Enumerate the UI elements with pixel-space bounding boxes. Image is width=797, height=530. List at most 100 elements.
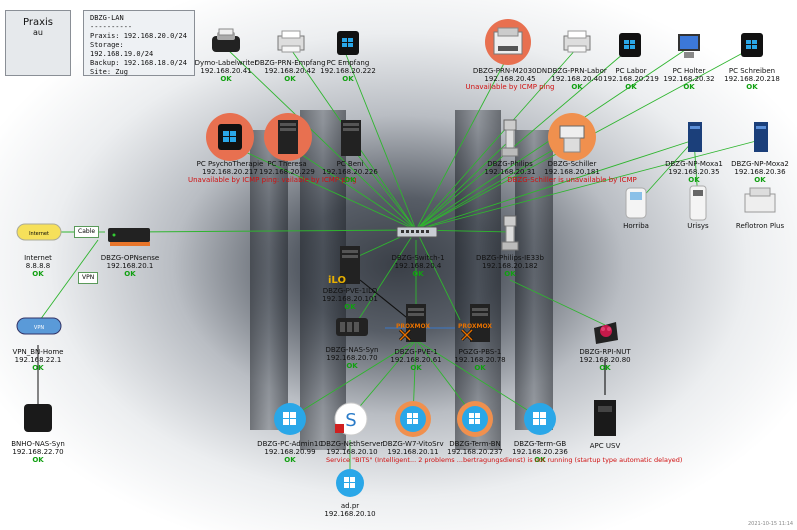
nas-icon[interactable] (22, 402, 54, 438)
tower-server-icon[interactable] (338, 118, 364, 162)
node-vpn-home[interactable]: VPN_BN-Home 192.168.22.1 OK (12, 348, 64, 372)
node-prn-m2030dn[interactable]: DBZG-PRN-M2030DN 192.168.20.45 Unavailab… (465, 67, 555, 91)
svg-text:S: S (345, 410, 356, 431)
lab-analyzer-icon[interactable] (686, 184, 710, 226)
vpn-badge-text: VPN (34, 325, 44, 331)
svg-text:iLO: iLO (328, 275, 346, 285)
psycho-theresa-status: Unavailable by ICMP ping: vailable by IC… (188, 176, 357, 184)
lab-analyzer-icon[interactable] (742, 186, 778, 220)
firewall-icon[interactable] (106, 222, 152, 252)
node-pc-schreiben[interactable]: PC Schreiben 192.168.20.218 OK (724, 67, 780, 91)
vpn-cloud-icon[interactable]: VPN (16, 316, 62, 340)
windows-pc-icon[interactable] (202, 112, 258, 166)
node-ie33b[interactable]: DBZG-Philips-IE33b 192.168.20.182 OK (476, 254, 544, 278)
praxis-title: Praxis (23, 17, 53, 28)
vpn-link-label: VPN (78, 272, 99, 284)
windows-pc-icon[interactable] (618, 32, 642, 62)
node-pve-ilo[interactable]: DBZG-PVE-1ILO 192.168.20.101 OK (322, 287, 378, 311)
ultrasound-device-icon[interactable] (498, 214, 522, 256)
node-prn-empfang[interactable]: DBZG-PRN-Empfang 192.168.20.42 OK (254, 59, 326, 83)
node-urisys[interactable]: Urisys (687, 222, 709, 230)
cable-link-label: Cable (74, 226, 100, 238)
tower-server-icon[interactable] (262, 112, 314, 166)
node-ad-pr[interactable]: ad.pr 192.168.20.10 (324, 502, 376, 518)
windows-vm-icon[interactable] (273, 402, 307, 440)
proxmox-badge-text: PROXMOX (458, 323, 492, 330)
background-rack (250, 130, 288, 430)
tower-server-icon[interactable] (336, 244, 364, 290)
background-rack (515, 130, 553, 430)
windows-vm-icon[interactable] (456, 400, 494, 442)
raspberry-pi-icon[interactable] (590, 318, 620, 350)
windows-vm-icon[interactable] (335, 468, 365, 502)
ups-icon[interactable] (590, 398, 620, 442)
node-bnho-nas[interactable]: BNHO-NAS-Syn 192.168.22.70 OK (11, 440, 65, 464)
internet-cloud-icon[interactable]: Internet (16, 222, 62, 246)
lan-info-title: DBZG-LAN (90, 14, 124, 22)
internet-badge-text: Internet (29, 231, 49, 237)
lan-info-backup: Backup: 192.168.18.0/24 (90, 59, 187, 67)
label-printer-icon[interactable] (209, 28, 243, 58)
node-philips[interactable]: DBZG-Philips 192.168.20.31 (484, 160, 536, 176)
printer-icon[interactable] (276, 30, 306, 58)
praxis-subtitle: au (33, 28, 43, 37)
lan-info-praxis: Praxis: 192.168.20.0/24 (90, 32, 187, 40)
printer-icon[interactable] (562, 30, 592, 58)
node-pc-admin10[interactable]: DBZG-PC-Admin10 192.168.20.99 OK (257, 440, 323, 464)
windows-pc-icon[interactable] (336, 30, 360, 60)
map-timestamp: 2021-10-15 11:14 (748, 521, 794, 527)
ilo-badge-icon: iLO (328, 270, 350, 289)
node-term-bn[interactable]: DBZG-Term-BN 192.168.20.237 (447, 440, 503, 456)
node-moxa2[interactable]: DBZG-NP-Moxa2 192.168.20.36 OK (731, 160, 789, 184)
serial-server-icon[interactable] (751, 120, 771, 158)
node-pc-labor[interactable]: PC Labor 192.168.20.219 OK (603, 67, 659, 91)
tower-server-icon[interactable] (402, 302, 430, 348)
ecg-device-icon[interactable] (546, 112, 598, 166)
node-prn-labor[interactable]: DBZG-PRN-Labor 192.168.20.40 OK (547, 67, 607, 91)
nas-icon[interactable] (334, 316, 370, 342)
background-rack (300, 110, 346, 450)
node-pc-holter[interactable]: PC Holter 192.168.20.32 OK (663, 67, 715, 91)
node-dymo[interactable]: Dymo-Labelwriter 192.168.20.41 OK (194, 59, 258, 83)
node-pbs[interactable]: PGZG-PBS-1 192.168.20.78 OK (454, 348, 506, 372)
node-nethserver[interactable]: DBZG-NethServer 192.168.20.10 (320, 440, 384, 456)
node-w7-vitosrv[interactable]: DBZG-W7-VitoSrv 192.168.20.11 (382, 440, 444, 456)
service-problem-message: Service "BITS" (Intelligent... 2 problem… (326, 456, 683, 464)
praxis-title-box: Praxis au (5, 10, 71, 76)
proxmox-badge-text: PROXMOX (396, 323, 430, 330)
node-nas-syn[interactable]: DBZG-NAS-Syn 192.168.20.70 OK (325, 346, 379, 370)
node-moxa1[interactable]: DBZG-NP-Moxa1 192.168.20.35 OK (665, 160, 723, 184)
desktop-pc-icon[interactable] (676, 32, 702, 64)
lab-analyzer-icon[interactable] (622, 184, 650, 226)
nethserver-icon[interactable]: S (334, 402, 368, 440)
windows-vm-icon[interactable] (394, 400, 432, 442)
background-rack (455, 110, 501, 450)
windows-vm-icon[interactable] (523, 402, 557, 440)
node-pc-empfang[interactable]: PC Empfang 192.168.20.222 OK (320, 59, 376, 83)
lan-info-storage: Storage: 192.168.19.0/24 (90, 41, 154, 58)
node-reflotron[interactable]: Reflotron Plus (735, 222, 785, 230)
proxmox-badge-icon: PROXMOX (396, 320, 432, 346)
proxmox-badge-icon: PROXMOX (458, 320, 494, 346)
node-pc-psychotherapie[interactable]: PC PsychoTherapie 192.168.20.217 (196, 160, 264, 176)
network-switch-icon[interactable] (396, 224, 438, 243)
lan-info-site: Site: Zug (90, 68, 128, 76)
node-term-gb[interactable]: DBZG-Term-GB 192.168.20.236 OK (512, 440, 568, 464)
node-internet[interactable]: Internet 8.8.8.8 OK (24, 254, 52, 278)
node-pc-beni[interactable]: PC Beni 192.168.20.226 OK (322, 160, 378, 184)
node-horriba[interactable]: Horriba (623, 222, 649, 230)
node-pve-1[interactable]: DBZG-PVE-1 192.168.20.61 OK (390, 348, 442, 372)
node-pc-theresa[interactable]: PC Theresa 192.168.20.229 (259, 160, 315, 176)
tower-server-icon[interactable] (466, 302, 494, 348)
ultrasound-device-icon[interactable] (498, 118, 522, 162)
serial-server-icon[interactable] (685, 120, 705, 158)
node-schiller[interactable]: DBZG-Schiller 192.168.20.181 DBZG-Schill… (507, 160, 637, 184)
node-apc-usv[interactable]: APC USV (589, 442, 621, 450)
printer-icon[interactable] (484, 18, 532, 70)
node-switch[interactable]: DBZG-Switch-1 192.168.20.4 OK (391, 254, 445, 278)
lan-info-separator: ---------- (90, 23, 133, 31)
node-opnsense[interactable]: DBZG-OPNsense 192.168.20.1 OK (100, 254, 160, 278)
node-rpi-nut[interactable]: DBZG-RPI-NUT 192.168.20.80 OK (579, 348, 631, 372)
windows-pc-icon[interactable] (740, 32, 764, 62)
